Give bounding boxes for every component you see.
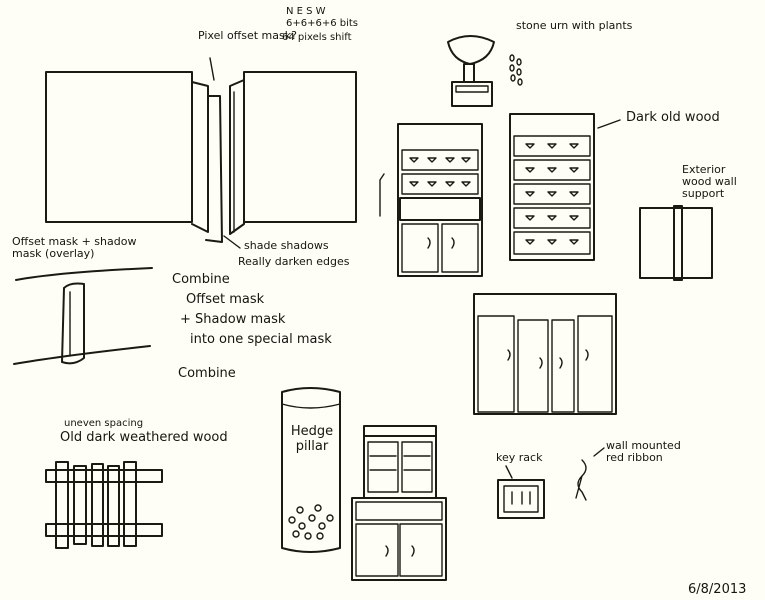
wall-support-panel <box>639 207 713 279</box>
ribbon-shape <box>575 459 587 501</box>
fence-board-5 <box>123 461 137 547</box>
offset-strip-1 <box>191 81 209 233</box>
fence-board-3 <box>91 463 104 547</box>
note-combine-offset: Offset mask <box>186 292 265 307</box>
cabinet-body <box>397 123 483 277</box>
hutch-drawer <box>355 501 443 521</box>
ground-line-bottom <box>13 345 151 365</box>
cabinet-side-line <box>379 173 385 217</box>
wall-panel-left <box>45 71 193 223</box>
note-darken-edges: Really darken edges <box>238 255 350 268</box>
note-nesw-bits: 6+6+6+6 bits <box>286 18 359 29</box>
note-combine-shadow: + Shadow mask <box>180 312 286 327</box>
fence-board-2 <box>73 465 87 545</box>
dresser-handles <box>525 143 579 245</box>
ground-line-top <box>15 267 153 281</box>
pointer-arrow <box>209 57 215 81</box>
hedge-leaves <box>288 504 334 540</box>
offset-strip-3 <box>229 79 245 235</box>
note-hedge-pillar: Hedge pillar <box>290 424 334 454</box>
hutch-glass-right <box>401 441 433 493</box>
key-rack-inner <box>503 485 539 513</box>
wardrobe-drawing <box>473 293 617 415</box>
small-cabinet-drawing <box>379 123 483 277</box>
hutch-lower <box>351 497 447 581</box>
note-nesw-title: N E S W <box>286 6 326 17</box>
wardrobe-body <box>473 293 617 415</box>
wall-panel-drawing <box>45 57 357 249</box>
wardrobe-door-1 <box>477 315 515 413</box>
note-uneven-spacing: uneven spacing <box>64 418 144 429</box>
ribbon-drawing <box>575 447 605 501</box>
note-dark-old-wood: Dark old wood <box>626 110 720 125</box>
tall-dresser-drawing <box>509 113 621 261</box>
note-exterior-support: Exterior wood wall support <box>682 163 737 200</box>
urn-bowl <box>447 35 495 65</box>
offset-strip-2 <box>205 95 223 243</box>
stone-urn-drawing <box>447 35 523 107</box>
cabinet-shelf <box>399 197 481 221</box>
dresser-drawer-5 <box>513 231 591 255</box>
wall-panel-right <box>243 71 357 223</box>
drawer-handles <box>409 157 471 249</box>
hutch-door-left <box>355 523 399 577</box>
note-weathered-wood: Old dark weathered wood <box>60 430 228 445</box>
dresser-body <box>509 113 595 261</box>
note-stone-urn: stone urn with plants <box>516 19 633 32</box>
hutch-crown <box>363 425 437 437</box>
plant-leaves <box>509 54 523 86</box>
note-date: 6/8/2013 <box>688 582 747 597</box>
note-pixel-offset-mask: Pixel offset mask? <box>198 29 297 42</box>
key-rack-keys <box>511 491 531 505</box>
fence-drawing <box>45 461 163 549</box>
note-combine-1: Combine <box>172 272 230 287</box>
note-shade-shadows: shade shadows <box>244 239 329 252</box>
dresser-drawer-4 <box>513 207 591 229</box>
urn-base-step <box>455 85 489 93</box>
note-ribbon: wall mounted red ribbon <box>606 439 681 464</box>
offset-post-drawing <box>13 267 153 365</box>
drawer-2 <box>401 173 479 195</box>
urn-base <box>451 81 493 107</box>
shadow-pointer <box>223 235 241 249</box>
ribbon-pointer <box>593 447 605 457</box>
dresser-drawer-2 <box>513 159 591 181</box>
note-offset-overlay: Offset mask + shadow mask (overlay) <box>12 235 137 260</box>
dresser-pointer <box>597 119 621 129</box>
hedge-pillar-shape <box>281 387 341 553</box>
note-combine-into: into one special mask <box>190 332 332 347</box>
hutch-drawing <box>351 425 447 581</box>
hedge-pillar-drawing <box>281 387 341 553</box>
hutch-door-right <box>399 523 443 577</box>
note-combine-2: Combine <box>178 366 236 381</box>
key-rack-frame <box>497 479 545 519</box>
wardrobe-door-3 <box>551 319 575 413</box>
post-shape <box>61 282 85 365</box>
hutch-handles <box>385 545 415 557</box>
hedge-pillar-cap <box>281 403 341 409</box>
drawer-1 <box>401 149 479 171</box>
cabinet-door-right <box>441 223 479 273</box>
fence-board-4 <box>107 465 120 547</box>
wardrobe-door-4 <box>577 315 613 413</box>
wall-support-post <box>673 205 683 281</box>
note-key-rack: key rack <box>496 451 543 464</box>
dresser-drawer-3 <box>513 183 591 205</box>
key-rack-drawing <box>497 465 545 519</box>
hutch-glass-left <box>367 441 399 493</box>
urn-stem <box>463 63 475 83</box>
note-pixel-shift: 64 pixels shift <box>282 32 352 43</box>
key-rack-pointer <box>505 465 513 479</box>
wardrobe-handles <box>507 349 589 369</box>
wall-support-drawing <box>639 205 713 281</box>
hutch-upper <box>363 435 437 499</box>
cabinet-door-left <box>401 223 439 273</box>
dresser-drawer-1 <box>513 135 591 157</box>
fence-board-1 <box>55 461 69 549</box>
hutch-shelves <box>369 455 431 471</box>
wardrobe-door-2 <box>517 319 549 413</box>
